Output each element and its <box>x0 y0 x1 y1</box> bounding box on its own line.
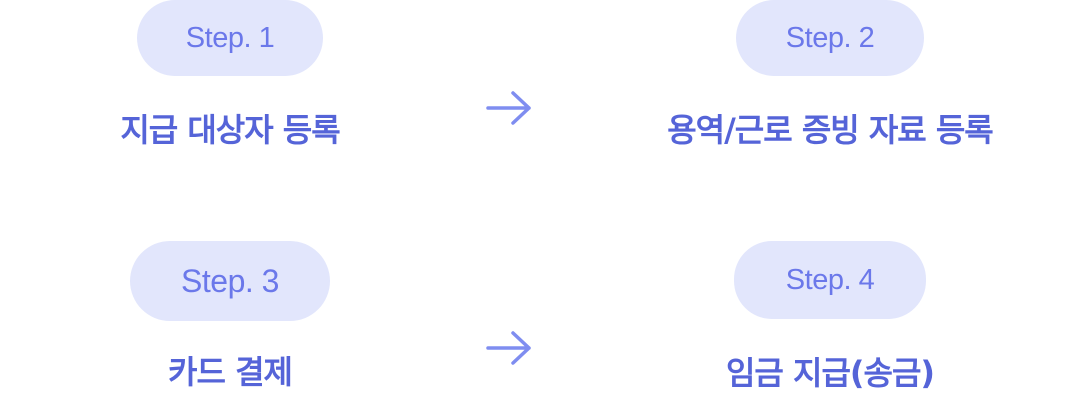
step-4-title: 임금 지급(송금) <box>725 354 935 392</box>
right-arrow-icon <box>486 91 531 125</box>
step-1-badge: Step. 1 <box>137 0 323 76</box>
step-3-title: 카드 결제 <box>168 353 293 391</box>
step-2: Step. 2 용역/근로 증빙 자료 등록 <box>630 0 1030 151</box>
step-4: Step. 4 임금 지급(송금) <box>630 241 1030 394</box>
step-3-badge: Step. 3 <box>130 241 330 321</box>
step-1-title: 지급 대상자 등록 <box>120 111 340 149</box>
step-1: Step. 1 지급 대상자 등록 <box>90 0 370 151</box>
step-2-title: 용역/근로 증빙 자료 등록 <box>667 111 994 149</box>
right-arrow-icon <box>486 331 531 365</box>
step-4-badge: Step. 4 <box>734 241 926 319</box>
step-2-badge: Step. 2 <box>736 0 924 76</box>
step-3: Step. 3 카드 결제 <box>90 241 370 393</box>
